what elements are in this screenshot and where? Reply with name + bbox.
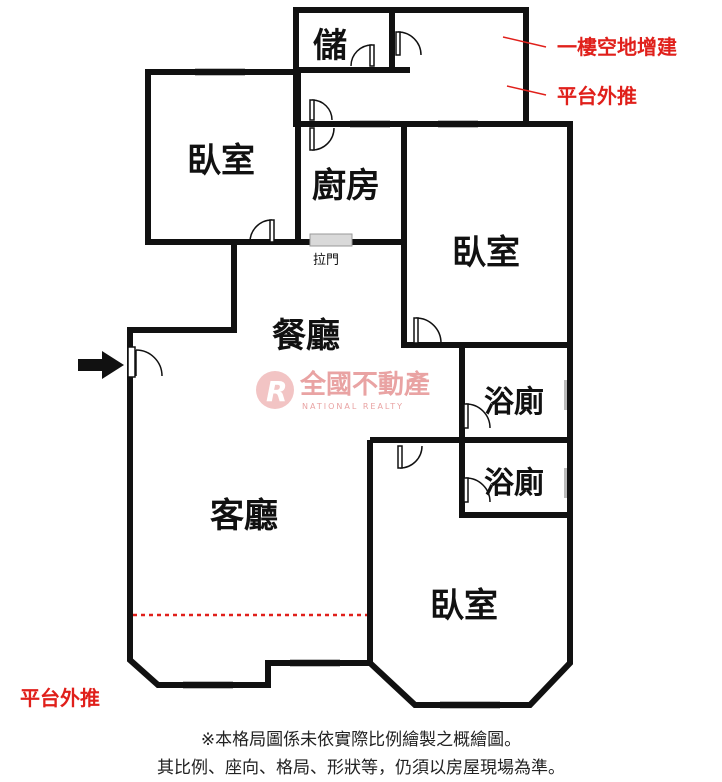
door-leaf [309, 99, 315, 121]
window-sills [129, 659, 159, 686]
entrance-arrow-icon [78, 351, 124, 379]
room-kitchen: 廚房 [312, 166, 380, 206]
door-swing [135, 349, 163, 377]
annotation-ground-floor-extension: 一樓空地增建 [557, 35, 677, 59]
sliding-door [309, 233, 353, 247]
room-storage: 儲 [313, 26, 347, 66]
door-leaf [413, 317, 419, 344]
door-swing [415, 317, 442, 344]
door-leaf [397, 445, 403, 469]
door-leaf [463, 403, 469, 429]
watermark: R 全國不動產 NATIONAL REALTY [256, 369, 430, 411]
wall-edge [129, 659, 159, 686]
watermark-logo-letter: R [266, 375, 288, 408]
door-swing [311, 99, 333, 121]
room-bath-2: 浴廁 [484, 466, 544, 501]
wall-baths [459, 345, 573, 518]
footnote-line-2: 其比例、座向、格局、形狀等，仍須以房屋現場為準。 [157, 758, 565, 778]
room-bedroom-s: 臥室 [430, 586, 498, 626]
door-swing [350, 44, 373, 67]
room-bedroom-ne: 臥室 [452, 233, 520, 273]
entrance-door-leaf [127, 346, 136, 378]
doors [127, 31, 491, 503]
sliding-door-label: 拉門 [313, 253, 339, 268]
door-swing [249, 219, 273, 243]
watermark-logo-circle [256, 371, 294, 409]
door-leaf [269, 219, 275, 243]
door-swing [399, 445, 423, 469]
room-bath-1: 浴廁 [484, 385, 544, 420]
door-leaf [463, 477, 469, 503]
footnote-line-1: ※本格局圖係未依實際比例繪製之概繪圖。 [200, 730, 522, 750]
room-bedroom-nw: 臥室 [187, 141, 255, 181]
watermark-brand: 全國不動產 [299, 369, 430, 400]
annotation-platform-push-top: 平台外推 [557, 84, 637, 108]
annotation-pointers [502, 36, 547, 96]
wall-main-outline [127, 242, 370, 688]
annotation-pointer [502, 36, 547, 48]
wall-bedroom-s [367, 440, 573, 708]
door-swing [311, 127, 335, 151]
door-leaf [369, 44, 375, 67]
watermark-brand-en: NATIONAL REALTY [302, 402, 404, 411]
door-leaf [309, 127, 315, 151]
annotation-platform-push-bottom: 平台外推 [20, 686, 100, 710]
room-dining: 餐廳 [272, 316, 340, 356]
walls [127, 7, 573, 708]
door-swing [397, 31, 422, 56]
door-leaf [395, 31, 401, 56]
room-living: 客廳 [210, 496, 278, 536]
annotation-pointer [506, 85, 547, 96]
